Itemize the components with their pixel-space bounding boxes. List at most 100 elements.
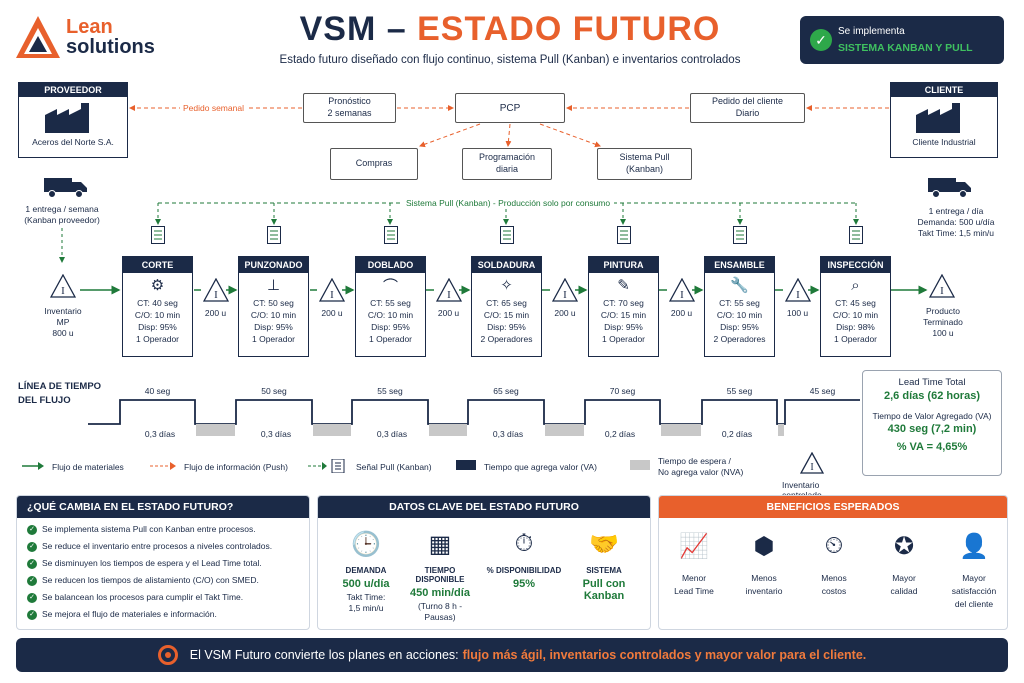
process-operators: 2 Operadores (480, 334, 533, 344)
changes-title: ¿QUÉ CAMBIA EN EL ESTADO FUTURO? (17, 496, 309, 518)
key-data-label: SISTEMA (586, 566, 622, 575)
inventory-triangle-icon: I (552, 278, 578, 302)
inventory-qty: 200 u (437, 308, 460, 318)
key-data-title: DATOS CLAVE DEL ESTADO FUTURO (318, 496, 650, 518)
va-time-label: 55 seg (377, 386, 403, 396)
customer-name: Cliente Industrial (912, 137, 976, 147)
change-text: Se reduce el inventario entre procesos a… (42, 541, 273, 551)
va-time-label: 40 seg (144, 386, 171, 396)
nva-time-label: 0,3 días (260, 429, 292, 439)
spray-icon: ✎ (617, 277, 630, 294)
process-disp: Disp: 98% (836, 322, 875, 332)
process-co: C/O: 10 min (716, 310, 763, 320)
info-arrow (419, 123, 481, 148)
check-icon: ✓ (27, 609, 37, 620)
key-data-item: ⏱ % DISPONIBILIDAD 95% (484, 524, 564, 592)
weld-icon: ✧ (500, 277, 513, 294)
forecast-box: Pronóstico 2 semanas (303, 93, 396, 123)
process-box: PINTURA ✎ CT: 70 seg C/O: 15 min Disp: 9… (588, 256, 659, 357)
supplier-header: PROVEEDOR (19, 83, 127, 97)
change-text: Se disminuyen los tiempos de espera y el… (42, 558, 262, 568)
magnifier-icon: ⌕ (851, 276, 860, 294)
inventory-legend-icon: I (800, 452, 824, 474)
check-icon: ✓ (27, 524, 37, 535)
factory-icon (891, 97, 997, 133)
nva-bar (778, 424, 784, 436)
nva-bar (661, 424, 701, 436)
change-text: Se implementa sistema Pull con Kanban en… (42, 524, 256, 534)
legend-info: Flujo de información (Push) (184, 462, 288, 472)
key-data-value: 450 min/día (410, 587, 470, 599)
inventory-triangle-icon: I (319, 278, 345, 302)
process-disp: Disp: 95% (604, 322, 643, 332)
customer-order-box: Pedido del cliente Diario (690, 93, 805, 123)
material-flow-legend-icon (22, 462, 44, 470)
process-co: C/O: 10 min (134, 310, 181, 320)
check-icon: ✓ (27, 592, 37, 603)
process-name: PINTURA (589, 257, 658, 273)
legend: Flujo de materiales Flujo de información… (18, 452, 858, 500)
info-arrow (539, 123, 601, 148)
inventory-qty: 100 u (786, 308, 809, 318)
kanban-badge: ✓ Se implementa SISTEMA KANBAN Y PULL (800, 16, 1004, 64)
stopwatch-icon: ⏱ (514, 530, 534, 557)
title-part-a: VSM – (299, 10, 418, 48)
nva-bar (313, 424, 351, 436)
growth-chart-icon: 📈 (679, 532, 709, 560)
va-legend-swatch (456, 460, 476, 470)
key-data-label: % DISPONIBILIDAD (486, 566, 562, 575)
inventory-start-qty: 800 u (52, 328, 74, 338)
benefits-title: BENEFICIOS ESPERADOS (659, 496, 1007, 518)
va-time-label: 45 seg (809, 386, 836, 396)
process-box: ENSAMBLE 🔧 CT: 55 seg C/O: 10 min Disp: … (704, 256, 775, 357)
bend-icon: ⌒ (382, 277, 398, 295)
page-subtitle: Estado futuro diseñado con flujo continu… (279, 54, 741, 66)
kanban-card-icon (151, 226, 165, 244)
legend-va: Tiempo que agrega valor (VA) (484, 462, 597, 472)
pull-system-box: Sistema Pull (Kanban) (597, 148, 692, 180)
process-disp: Disp: 95% (371, 322, 410, 332)
process-co: C/O: 10 min (832, 310, 879, 320)
weekly-order-label: Pedido semanal (180, 103, 247, 113)
inventory-qty: 200 u (554, 308, 576, 318)
process-disp: Disp: 95% (254, 322, 293, 332)
kanban-card-icon (500, 226, 514, 244)
pull-signal-legend-icon (308, 459, 345, 473)
legend-nva: Tiempo de espera / No agrega valor (NVA) (658, 456, 744, 477)
lead-time-summary: Lead Time Total 2,6 días (62 horas) Tiem… (862, 370, 1002, 476)
process-co: C/O: 10 min (250, 310, 297, 320)
punch-icon: ⊥ (266, 277, 281, 294)
logo: Lean solutions (14, 14, 164, 60)
process-ct: CT: 70 seg (603, 298, 644, 308)
key-data-label: TIEMPO DISPONIBLE (415, 566, 465, 584)
process-name: SOLDADURA (472, 257, 541, 273)
process-ct: CT: 55 seg (719, 298, 760, 308)
process-ct: CT: 55 seg (370, 298, 411, 308)
page-title: VSM – ESTADO FUTURO (260, 10, 760, 49)
info-arrow (505, 123, 512, 147)
key-data-value: Pull con Kanban (582, 578, 626, 602)
inventory-qty: 200 u (204, 308, 227, 318)
kanban-card-icon (733, 226, 747, 244)
process-operators: 1 Operador (136, 334, 179, 344)
customer-delivery-info: 1 entrega / día Demanda: 500 u/día Takt … (906, 206, 1006, 239)
nva-time-label: 0,3 días (492, 429, 524, 439)
nva-bar (545, 424, 584, 436)
legend-material: Flujo de materiales (52, 462, 124, 472)
badge-line2: SISTEMA KANBAN Y PULL (838, 42, 973, 54)
key-data-sub: Takt Time: 1,5 min/u (346, 592, 386, 613)
process-operators: 1 Operador (602, 334, 645, 344)
process-name: CORTE (123, 257, 192, 273)
benefit-label: Mayor satisfacción del cliente (951, 573, 997, 609)
lead-time-label: Lead Time Total (898, 377, 966, 388)
va-label: Tiempo de Valor Agregado (VA) (872, 411, 992, 421)
handshake-icon: 🤝 (589, 530, 619, 558)
key-data-item: 🕒 DEMANDA 500 u/día Takt Time: 1,5 min/u (326, 524, 406, 614)
logo-text-line1: Lean (66, 16, 113, 38)
supplier-box: PROVEEDOR Aceros del Norte S.A. (18, 82, 128, 158)
process-ct: CT: 45 seg (835, 298, 876, 308)
inventory-triangle-icon: I (928, 273, 956, 303)
change-item: ✓Se reduce el inventario entre procesos … (17, 538, 309, 555)
nva-bar (196, 424, 235, 436)
svg-text:I: I (680, 289, 684, 301)
